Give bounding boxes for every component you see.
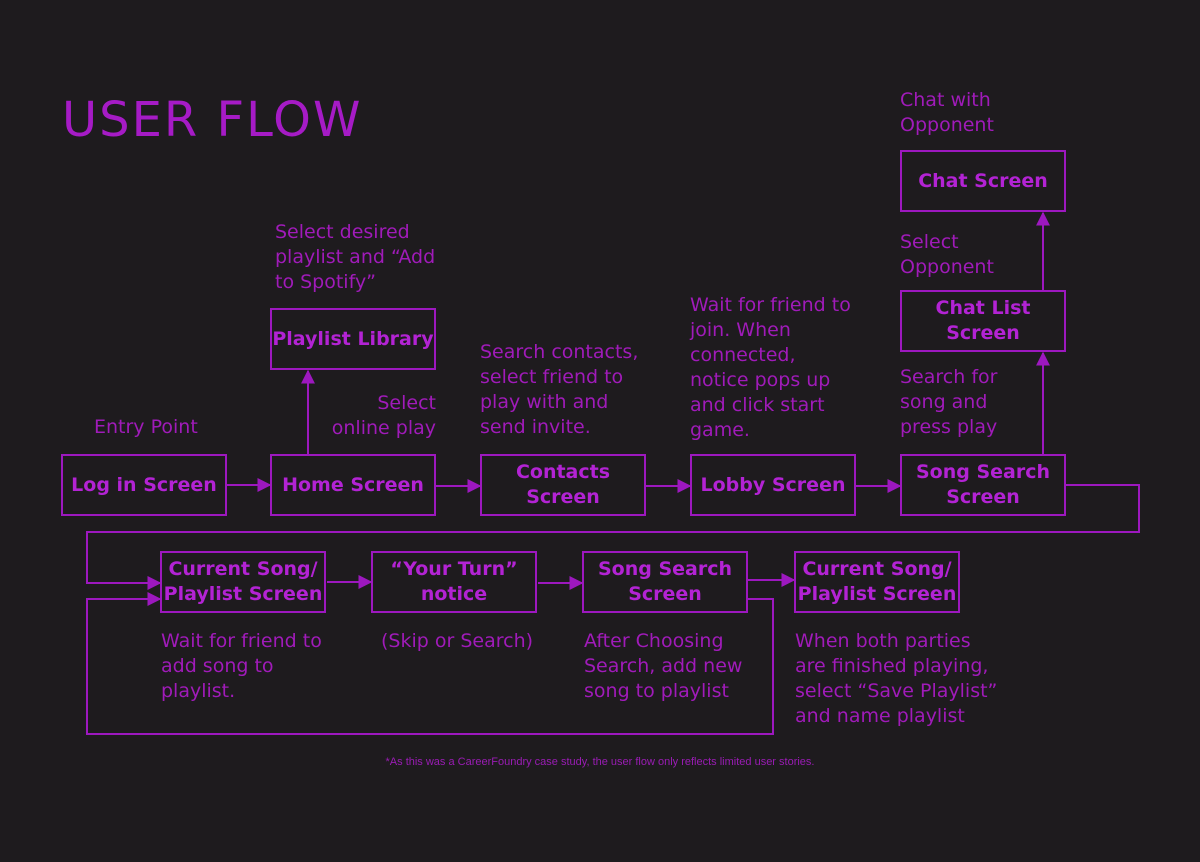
lobby-screen-label: Lobby Screen — [700, 473, 846, 496]
page-title: USER FLOW — [62, 92, 363, 148]
playlist-library-box[interactable]: Playlist Library — [270, 308, 436, 370]
arrow-song-search-to-current-song — [86, 484, 1140, 590]
note-wait-for-friend-add: Wait for friend to add song to playlist. — [161, 630, 322, 702]
contacts-screen-label: Contacts Screen — [515, 461, 611, 508]
your-turn-notice-label: “Your Turn” notice — [390, 558, 518, 605]
note-select-online-play: Select online play — [331, 392, 436, 439]
lobby-screen-box[interactable]: Lobby Screen — [690, 454, 856, 516]
note-wait-for-friend-join: Wait for friend to join. When connected,… — [690, 294, 851, 441]
chat-list-screen-box[interactable]: Chat List Screen — [900, 290, 1066, 352]
playlist-library-label: Playlist Library — [272, 327, 434, 350]
your-turn-notice-box[interactable]: “Your Turn” notice — [371, 551, 537, 613]
current-song-playlist-label: Current Song/ Playlist Screen — [163, 558, 323, 605]
home-screen-label: Home Screen — [282, 473, 424, 496]
note-when-both-finished: When both parties are finished playing, … — [795, 630, 998, 727]
note-skip-or-search: (Skip or Search) — [381, 630, 534, 652]
note-chat-with-opponent: Chat with Opponent — [900, 89, 994, 136]
note-search-contacts: Search contacts, select friend to play w… — [480, 341, 639, 438]
chat-screen-box[interactable]: Chat Screen — [900, 150, 1066, 212]
song-search-screen-2-label: Song Search Screen — [597, 558, 733, 605]
note-select-opponent: Select Opponent — [900, 231, 994, 278]
note-entry-point: Entry Point — [94, 416, 198, 438]
song-search-screen-2-box[interactable]: Song Search Screen — [582, 551, 748, 613]
song-search-screen-label: Song Search Screen — [915, 461, 1051, 508]
final-playlist-box[interactable]: Current Song/ Playlist Screen — [794, 551, 960, 613]
chat-screen-label: Chat Screen — [918, 169, 1048, 192]
login-screen-box[interactable]: Log in Screen — [61, 454, 227, 516]
note-select-playlist: Select desired playlist and “Add to Spot… — [275, 221, 436, 293]
footnote: *As this was a CareerFoundry case study,… — [385, 756, 815, 768]
note-search-for-song: Search for song and press play — [900, 366, 998, 438]
home-screen-box[interactable]: Home Screen — [270, 454, 436, 516]
login-screen-label: Log in Screen — [71, 473, 217, 496]
song-search-screen-box[interactable]: Song Search Screen — [900, 454, 1066, 516]
contacts-screen-box[interactable]: Contacts Screen — [480, 454, 646, 516]
current-song-playlist-box[interactable]: Current Song/ Playlist Screen — [160, 551, 326, 613]
chat-list-screen-label: Chat List Screen — [935, 297, 1031, 344]
note-after-choosing-search: After Choosing Search, add new song to p… — [584, 630, 743, 702]
arrow-loop-back-to-current-song — [86, 592, 774, 735]
final-playlist-label: Current Song/ Playlist Screen — [797, 558, 957, 605]
